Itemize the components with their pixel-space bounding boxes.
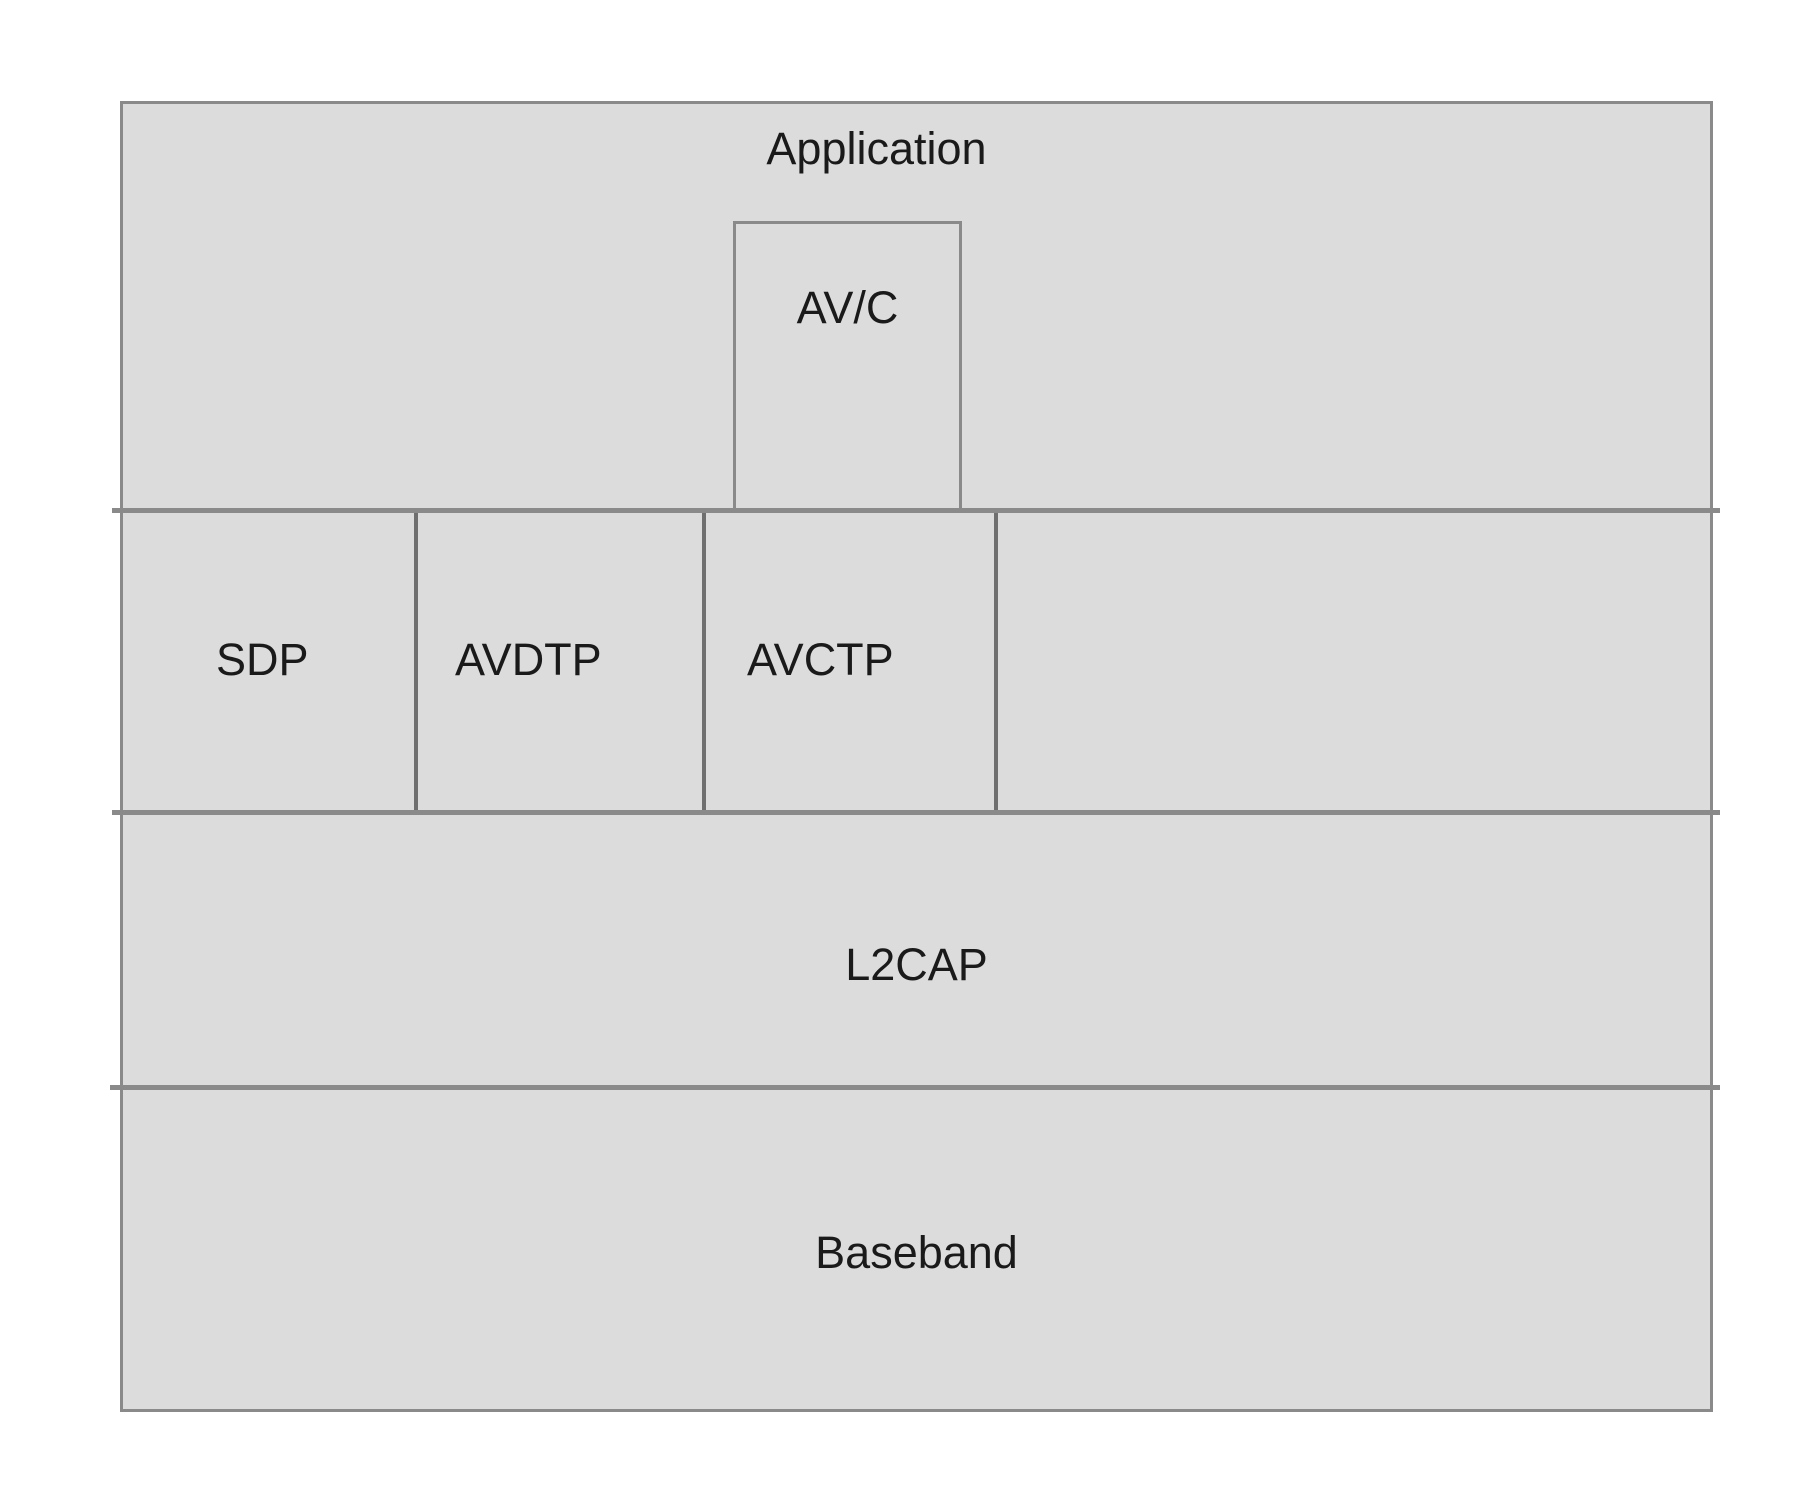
protocol-cell-label-avdtp: AVDTP <box>455 634 602 685</box>
protocol-cell-divider-2 <box>702 513 706 811</box>
box-av-c <box>733 221 962 512</box>
layer-divider-application-protocols <box>112 508 1720 513</box>
layer-divider-l2cap-baseband <box>110 1085 1720 1090</box>
layer-l2cap <box>123 813 1710 1085</box>
layer-protocols <box>123 513 1710 810</box>
protocol-cell-label-sdp: SDP <box>216 634 309 685</box>
layer-baseband <box>123 1090 1710 1409</box>
layer-l2cap-label: L2CAP <box>845 939 988 990</box>
protocol-cell-divider-3 <box>994 513 998 811</box>
protocol-cell-label-avctp: AVCTP <box>747 634 894 685</box>
box-av-c-label: AV/C <box>796 282 899 333</box>
protocol-cell-divider-1 <box>414 513 418 811</box>
layer-application-label: Application <box>766 123 987 174</box>
layer-baseband-label: Baseband <box>815 1227 1018 1278</box>
layer-divider-protocols-l2cap <box>112 810 1720 815</box>
